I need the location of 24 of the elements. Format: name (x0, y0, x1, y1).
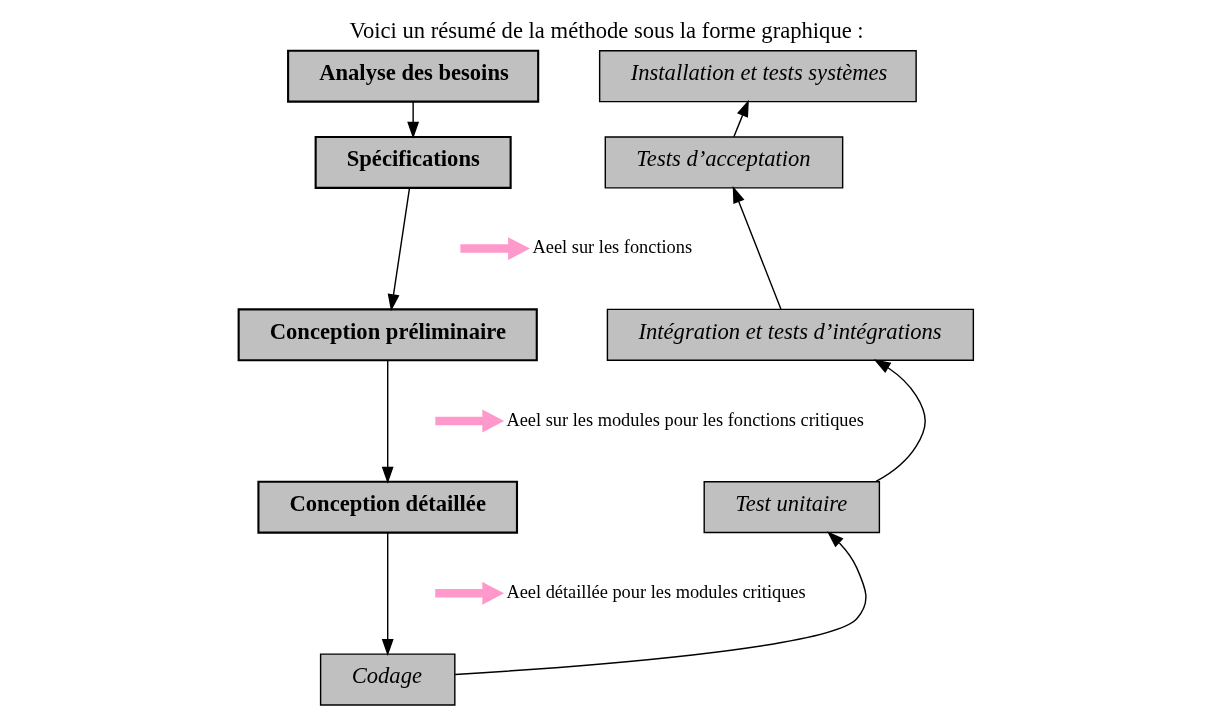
arrow (453, 531, 867, 676)
arrow (434, 409, 504, 433)
arrow (381, 359, 394, 484)
arrow (459, 237, 530, 261)
arrow (873, 359, 926, 483)
arrow (406, 101, 419, 139)
arrow (381, 532, 394, 656)
node-box: Tests d’acceptation (604, 136, 843, 189)
node-text: Aeel sur les fonctions (532, 237, 692, 258)
arrow (732, 186, 782, 310)
node-text: Aeel sur les modules pour les fonctions critiques (505, 409, 864, 430)
node-box: Analyse des besoins (286, 49, 539, 103)
arrow (434, 581, 504, 605)
node-box: Test unitaire (703, 481, 880, 534)
arrow (387, 187, 410, 312)
diagram-title: Voici un résumé de la méthode sous la forme graphique : (349, 17, 864, 43)
node-box: Spécifications (314, 135, 512, 189)
node-text: Aeel détaillée pour les modules critiques (505, 582, 806, 603)
arrow (732, 99, 749, 138)
node-box: Installation et tests systèmes (598, 50, 917, 103)
node-box: Codage (319, 653, 456, 706)
node-box: Conception détaillée (256, 480, 518, 534)
node-box: Conception préliminaire (237, 308, 538, 362)
node-box: Intégration et tests d’intégrations (606, 308, 974, 361)
